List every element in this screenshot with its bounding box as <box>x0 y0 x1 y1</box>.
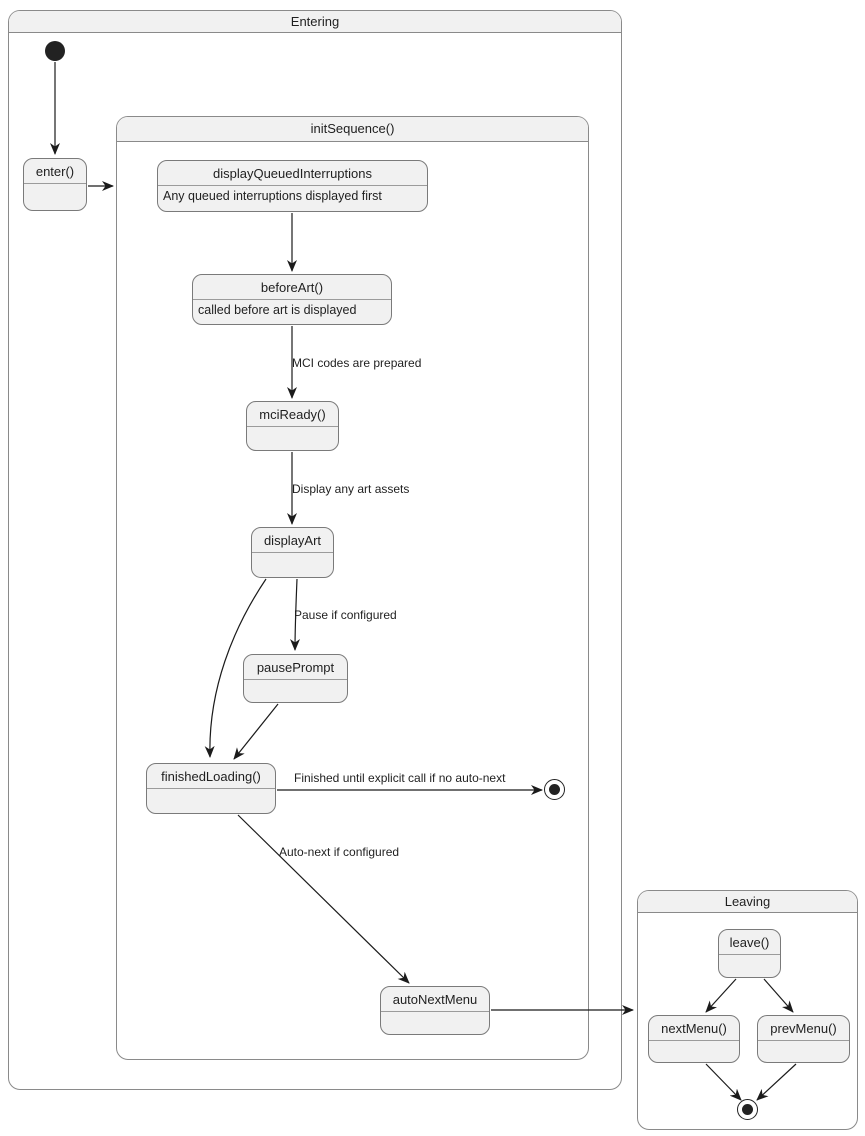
state-display-art-title: displayArt <box>252 528 333 553</box>
state-finished-loading-body <box>147 789 275 813</box>
state-mci-ready: mciReady() <box>246 401 339 451</box>
state-enter: enter() <box>23 158 87 211</box>
state-next-menu: nextMenu() <box>648 1015 740 1063</box>
edge-label-display-art-assets: Display any art assets <box>292 482 410 496</box>
state-enter-title: enter() <box>24 159 86 184</box>
state-display-queued-interruptions: displayQueuedInterruptions Any queued in… <box>157 160 428 212</box>
state-before-art-description: called before art is displayed <box>198 303 357 317</box>
final-state-dot <box>549 784 560 795</box>
state-prev-menu-body <box>758 1041 849 1062</box>
container-init-sequence: initSequence() <box>116 116 589 1060</box>
edge-leave-to-prev-menu <box>763 978 794 1013</box>
state-prev-menu-title: prevMenu() <box>758 1016 849 1041</box>
state-before-art-title: beforeArt() <box>193 275 391 300</box>
state-pause-prompt-body <box>244 680 347 702</box>
state-finished-loading-title: finishedLoading() <box>147 764 275 789</box>
container-init-sequence-title: initSequence() <box>117 117 588 142</box>
state-display-art-body <box>252 553 333 577</box>
final-state-leaving <box>737 1099 758 1120</box>
container-leaving: Leaving <box>637 890 858 1130</box>
state-leave: leave() <box>718 929 781 978</box>
edge-prev-menu-to-final <box>756 1063 797 1101</box>
state-mci-ready-title: mciReady() <box>247 402 338 427</box>
state-pause-prompt-title: pausePrompt <box>244 655 347 680</box>
state-auto-next-menu-title: autoNextMenu <box>381 987 489 1012</box>
state-prev-menu: prevMenu() <box>757 1015 850 1063</box>
edge-label-pause-if-configured: Pause if configured <box>294 608 397 622</box>
edge-pause-prompt-to-finished-loading <box>233 703 279 760</box>
edge-display-art-to-pause-prompt <box>290 578 301 651</box>
state-leave-body <box>719 955 780 977</box>
edge-label-auto-next-if-configured: Auto-next if configured <box>279 845 400 859</box>
state-finished-loading: finishedLoading() <box>146 763 276 814</box>
state-mci-ready-body <box>247 427 338 450</box>
edge-finished-loading-to-auto-next-menu <box>237 814 410 984</box>
edge-next-menu-to-final <box>705 1063 742 1101</box>
container-entering-title: Entering <box>9 11 621 33</box>
container-entering: Entering <box>8 10 622 1090</box>
state-display-art: displayArt <box>251 527 334 578</box>
state-next-menu-body <box>649 1041 739 1062</box>
final-state-dot <box>742 1104 753 1115</box>
container-leaving-title: Leaving <box>638 891 857 913</box>
initial-state-entering <box>45 41 65 61</box>
state-auto-next-menu: autoNextMenu <box>380 986 490 1035</box>
edge-leave-to-next-menu <box>705 978 737 1013</box>
edge-display-art-to-finished-loading <box>204 578 267 758</box>
state-display-queued-interruptions-description: Any queued interruptions displayed first <box>163 189 382 203</box>
edge-label-mci-codes-prepared: MCI codes are prepared <box>292 356 422 370</box>
final-state-init-sequence <box>544 779 565 800</box>
edge-label-finished-until-explicit: Finished until explicit call if no auto-… <box>294 771 506 785</box>
state-display-queued-interruptions-title: displayQueuedInterruptions <box>158 161 427 186</box>
state-enter-body <box>24 184 86 210</box>
state-leave-title: leave() <box>719 930 780 955</box>
state-next-menu-title: nextMenu() <box>649 1016 739 1041</box>
state-auto-next-menu-body <box>381 1012 489 1034</box>
state-before-art: beforeArt() called before art is display… <box>192 274 392 325</box>
state-pause-prompt: pausePrompt <box>243 654 348 703</box>
